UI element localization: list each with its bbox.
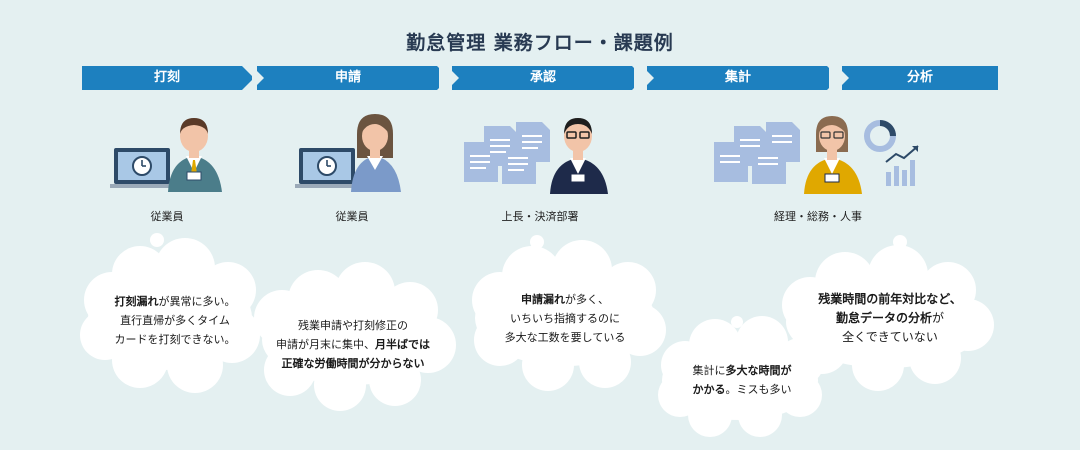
thought-bubble-approval [472, 240, 666, 391]
step-request: 申請 [257, 66, 439, 90]
workflow-bar: 打刻 申請 承認 集計 分析 [82, 66, 998, 90]
issue-text-punch: 打刻漏れが異常に多い。 直行直帰が多くタイム カードを打刻できない。 [114, 295, 236, 346]
page-title: 勤怠管理 業務フロー・課題例 [406, 32, 674, 54]
thought-bubble-request [254, 262, 456, 411]
step-punch: 打刻 [82, 66, 252, 90]
step-separators [242, 66, 849, 90]
step-aggregate: 集計 [647, 66, 829, 90]
step-analysis: 分析 [842, 66, 998, 90]
thought-bubble-punch [80, 238, 260, 393]
thought-bubble-analysis [782, 245, 994, 391]
manager-documents-illustration [464, 118, 608, 194]
step-approval: 承認 [452, 66, 634, 90]
employee-laptop-illustration [110, 118, 222, 192]
issue-text-request: 残業申請や打刻修正の 申請が月末に集中、月半ばでは 正確な労働時間が分からない [276, 319, 430, 370]
thought-bubble-aggregate [658, 316, 824, 437]
issue-text-analysis: 残業時間の前年対比など、 勤怠データの分析が 全くできていない [818, 292, 962, 344]
accounting-staff-illustration [714, 116, 919, 194]
issue-text-approval: 申請漏れが多く、 いちいち指摘するのに 多大な工数を要している [504, 293, 626, 344]
role-label-aggregate-analysis: 経理・総務・人事 [774, 210, 862, 223]
role-label-approval: 上長・決済部署 [501, 210, 579, 223]
role-label-request: 従業員 [335, 210, 369, 223]
issue-text-aggregate: 集計に多大な時間が かかる。ミスも多い [692, 364, 792, 396]
employee-female-laptop-illustration [295, 114, 401, 192]
role-label-punch: 従業員 [150, 210, 184, 223]
